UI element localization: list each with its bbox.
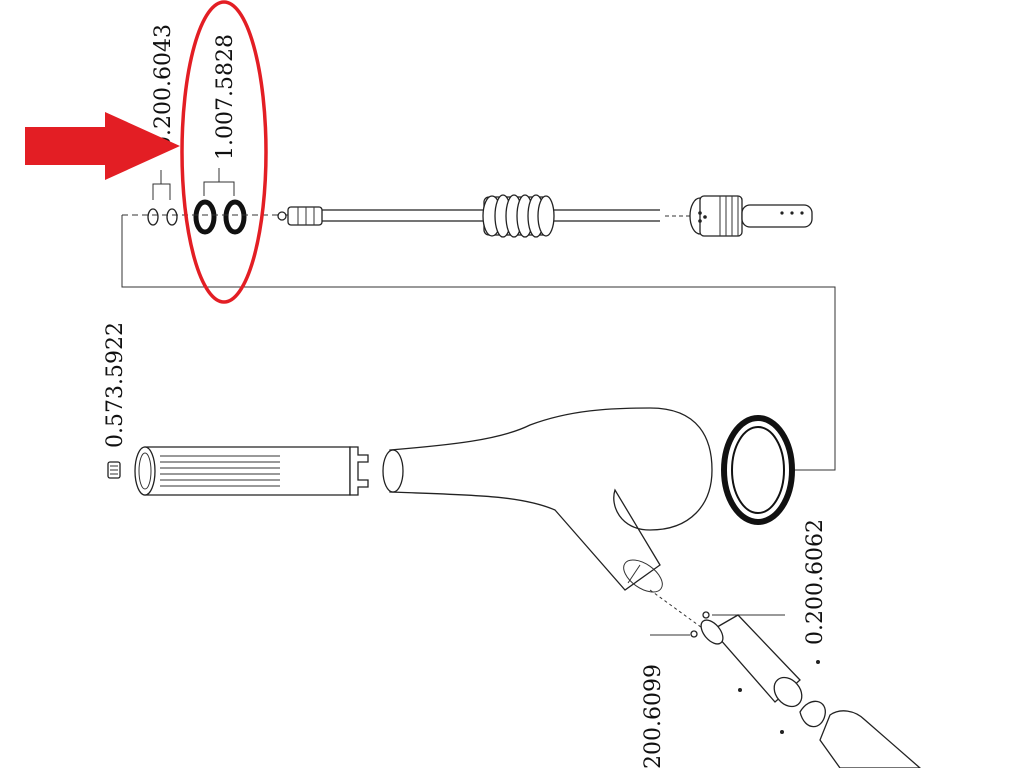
small-o-ring [147,208,159,226]
coupling-nut [665,195,813,237]
large-o-ring [193,199,217,235]
y-body [382,407,713,593]
large-seal-ring [721,415,795,525]
red-arrow-icon [25,112,180,180]
part-number-0-200-6043: 0.200.6043 [151,24,176,150]
top-assembly [122,168,813,238]
part-number-0-200-6062: 0.200.6062 [803,519,828,645]
part-number-1-007-5828: 1.007.5828 [213,34,238,160]
part-number-0-573-5922: 0.573.5922 [103,322,128,448]
highlight-annotation [25,0,268,304]
large-o-ring [223,199,247,235]
knurled-sleeve [107,446,369,496]
lower-cartridge [649,589,921,768]
part-number-0-200-6099: 0.200.6099 [641,664,666,768]
highlight-circle [180,0,268,304]
small-o-ring [166,208,178,226]
turbine-spool [482,194,555,238]
